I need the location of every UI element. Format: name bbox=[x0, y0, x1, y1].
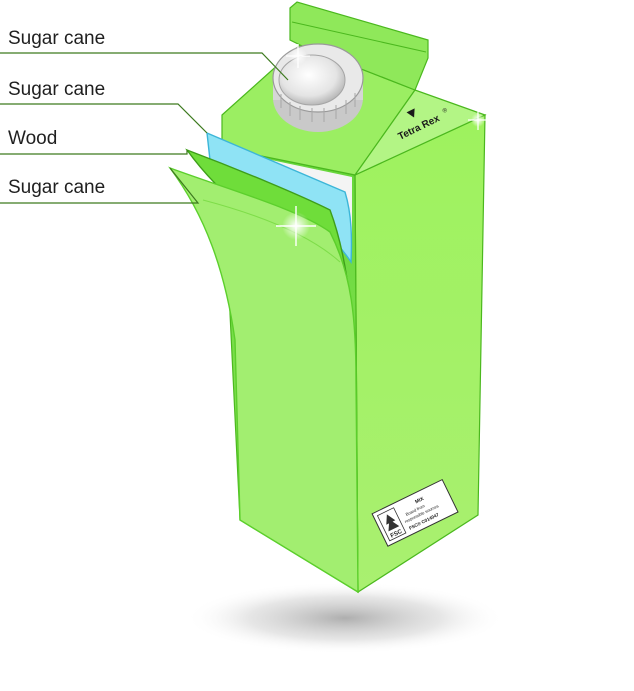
floor-shadow bbox=[185, 582, 505, 654]
tetra-triangle-icon bbox=[406, 108, 415, 118]
callout-label-sugar-cane-3: Sugar cane bbox=[8, 177, 106, 198]
screw-cap bbox=[272, 43, 364, 132]
sugar-cane-layer-outer bbox=[168, 166, 359, 594]
sparkle-layer bbox=[276, 206, 316, 246]
callout-label-sugar-cane-2: Sugar cane bbox=[8, 79, 106, 100]
leader-line-4 bbox=[0, 167, 200, 204]
carton-top-right bbox=[353, 89, 487, 177]
fsc-mix: MIX bbox=[414, 496, 425, 506]
tetra-rex-registered: ® bbox=[441, 106, 449, 114]
sparkle-corner bbox=[468, 110, 488, 130]
fsc-label: FSC MIX Board from responsible sources F… bbox=[371, 478, 459, 547]
leader-lines bbox=[0, 52, 289, 204]
leader-line-1 bbox=[0, 52, 289, 81]
gable-fold-line bbox=[291, 21, 427, 53]
sparkle-top bbox=[286, 44, 310, 68]
leader-line-2 bbox=[0, 103, 208, 134]
callout-label-sugar-cane-1: Sugar cane bbox=[8, 28, 106, 49]
carton-gable-fin bbox=[289, 1, 429, 91]
callout-label-wood: Wood bbox=[8, 128, 58, 149]
fsc-tree-icon bbox=[386, 514, 400, 532]
leader-line-3 bbox=[0, 150, 188, 155]
fsc-acronym: FSC bbox=[390, 529, 404, 540]
